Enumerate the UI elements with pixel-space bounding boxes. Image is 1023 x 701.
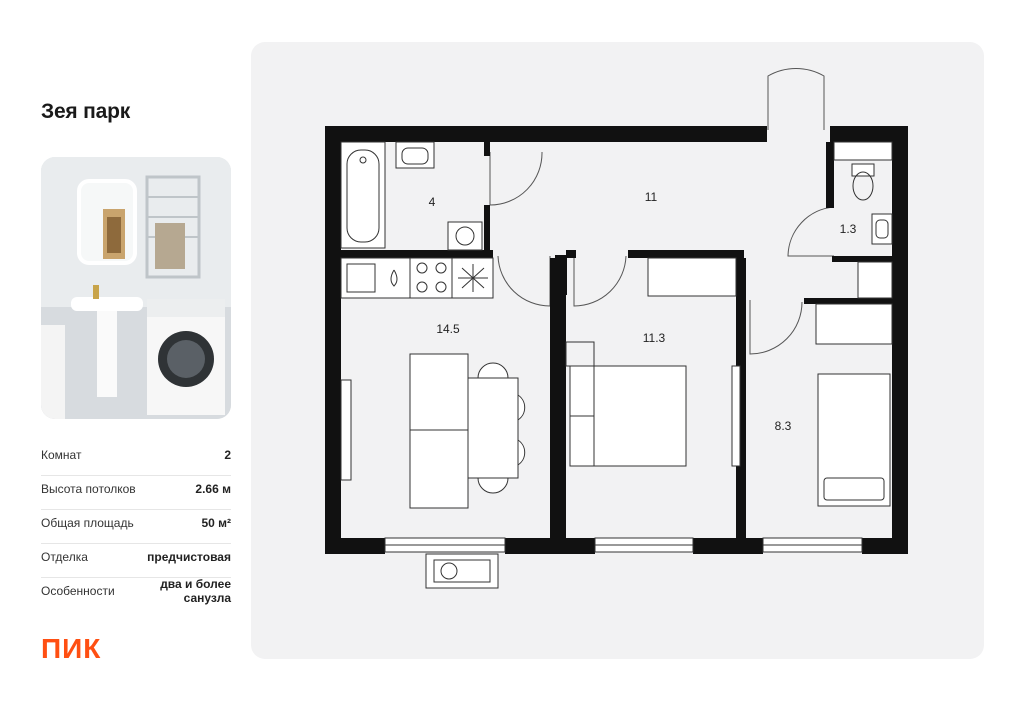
pik-logo: ПИК — [41, 633, 102, 664]
spec-value: два и более санузла — [160, 577, 231, 605]
spec-label: Комнат — [41, 448, 82, 462]
room-area-toilet: 1.3 — [839, 222, 857, 236]
spec-features: Особенности два и более санузла — [41, 577, 231, 618]
room-area-bedroom-2: 8.3 — [774, 419, 792, 433]
spec-ceiling-height: Высота потолков 2.66 м — [41, 476, 231, 510]
spec-label: Отделка — [41, 550, 88, 564]
spec-label: Высота потолков — [41, 482, 136, 496]
room-area-bedroom-1: 11.3 — [642, 331, 666, 345]
room-area-kitchen: 14.5 — [436, 322, 460, 336]
floor-plan-drawing — [325, 67, 908, 589]
spec-rooms: Комнат 2 — [41, 442, 231, 476]
spec-label: Общая площадь — [41, 516, 134, 530]
spec-label: Особенности — [41, 584, 115, 598]
spec-total-area: Общая площадь 50 м² — [41, 510, 231, 544]
apartment-specs: Комнат 2 Высота потолков 2.66 м Общая пл… — [41, 442, 231, 618]
spec-value: 2 — [224, 448, 231, 462]
spec-value: 2.66 м — [195, 482, 231, 496]
spec-value: предчистовая — [147, 550, 231, 564]
spec-finishing: Отделка предчистовая — [41, 544, 231, 578]
floor-plan: 4 11 1.3 14.5 11.3 8.3 — [251, 42, 984, 659]
spec-value: 50 м² — [201, 516, 231, 530]
room-area-hallway: 11 — [644, 190, 658, 204]
bathroom-photo — [41, 157, 231, 419]
room-area-bathroom: 4 — [428, 195, 436, 209]
project-title: Зея парк — [41, 100, 131, 123]
